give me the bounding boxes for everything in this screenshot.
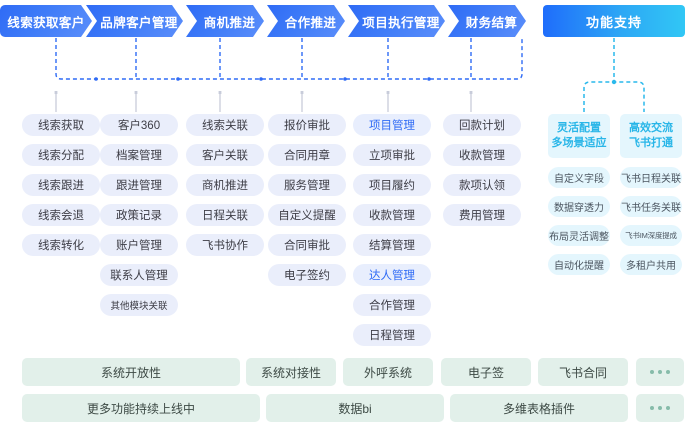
bottom-cell[interactable]: 电子签 [441, 358, 531, 386]
feature-pill[interactable]: 账户管理 [100, 234, 178, 256]
feature-pill[interactable]: 回款计划 [443, 114, 521, 136]
support-pill[interactable]: 布局灵活调整 [548, 225, 610, 246]
feature-column: 项目管理立项审批项目履约收款管理结算管理达人管理合作管理日程管理 [353, 114, 431, 354]
feature-pill[interactable]: 线索获取 [22, 114, 100, 136]
feature-pill[interactable]: 合同审批 [268, 234, 346, 256]
support-column-header[interactable]: 高效交流飞书打通 [620, 114, 682, 158]
feature-pill[interactable]: 达人管理 [353, 264, 431, 286]
process-step-0[interactable]: 线索获取客户 [0, 5, 92, 37]
feature-pill[interactable]: 客户360 [100, 114, 178, 136]
feature-pill[interactable]: 立项审批 [353, 144, 431, 166]
feature-pill[interactable]: 收款管理 [353, 204, 431, 226]
feature-column: 报价审批合同用章服务管理自定义提醒合同审批电子签约 [268, 114, 346, 294]
support-column-header-line: 高效交流 [629, 122, 673, 135]
feature-pill[interactable]: 合作管理 [353, 294, 431, 316]
bottom-more-cell[interactable] [636, 358, 684, 386]
feature-pill[interactable]: 档案管理 [100, 144, 178, 166]
feature-pill[interactable]: 日程管理 [353, 324, 431, 346]
support-header-box[interactable]: 功能支持 [543, 5, 685, 37]
feature-pill[interactable]: 线索分配 [22, 144, 100, 166]
ellipsis-icon [650, 370, 670, 374]
process-step-label: 商机推进 [203, 15, 256, 30]
support-column: 高效交流飞书打通飞书日程关联飞书任务关联飞书IM深度提成多租户共用 [620, 114, 682, 283]
feature-pill[interactable]: 线索转化 [22, 234, 100, 256]
support-header-label: 功能支持 [585, 14, 642, 30]
feature-pill[interactable]: 收款管理 [443, 144, 521, 166]
feature-pill[interactable]: 费用管理 [443, 204, 521, 226]
feature-pill[interactable]: 自定义提醒 [268, 204, 346, 226]
feature-pill[interactable]: 项目管理 [353, 114, 431, 136]
process-step-label: 线索获取客户 [7, 15, 85, 30]
support-pill[interactable]: 飞书任务关联 [620, 196, 682, 217]
feature-pill[interactable]: 线索会退 [22, 204, 100, 226]
process-step-2[interactable]: 商机推进 [186, 5, 264, 37]
ellipsis-icon [650, 406, 670, 410]
feature-pill[interactable]: 电子签约 [268, 264, 346, 286]
feature-column: 线索获取线索分配线索跟进线索会退线索转化 [22, 114, 100, 264]
feature-pill[interactable]: 线索关联 [186, 114, 264, 136]
feature-pill[interactable]: 飞书协作 [186, 234, 264, 256]
support-column-header-line: 灵活配置 [557, 122, 601, 135]
feature-pill[interactable]: 政策记录 [100, 204, 178, 226]
support-pill[interactable]: 数据穿透力 [548, 196, 610, 217]
process-step-label: 项目执行管理 [362, 15, 440, 30]
feature-pill[interactable]: 线索跟进 [22, 174, 100, 196]
support-pill[interactable]: 自定义字段 [548, 167, 610, 188]
bottom-cell[interactable]: 数据bi [266, 394, 444, 422]
process-step-4[interactable]: 项目执行管理 [348, 5, 445, 37]
process-step-label: 品牌客户管理 [100, 15, 178, 30]
feature-pill[interactable]: 联系人管理 [100, 264, 178, 286]
support-pill[interactable]: 多租户共用 [620, 254, 682, 275]
feature-pill[interactable]: 结算管理 [353, 234, 431, 256]
process-step-5[interactable]: 财务结算 [448, 5, 526, 37]
bottom-cell[interactable]: 飞书合同 [538, 358, 628, 386]
support-pill[interactable]: 飞书日程关联 [620, 167, 682, 188]
feature-column: 回款计划收款管理款项认领费用管理 [443, 114, 521, 234]
bottom-more-cell[interactable] [636, 394, 684, 422]
bottom-cell[interactable]: 系统对接性 [246, 358, 336, 386]
support-pill[interactable]: 飞书IM深度提成 [620, 225, 682, 246]
feature-pill[interactable]: 项目履约 [353, 174, 431, 196]
feature-pill[interactable]: 款项认领 [443, 174, 521, 196]
feature-pill[interactable]: 跟进管理 [100, 174, 178, 196]
process-step-label: 财务结算 [465, 15, 518, 30]
feature-pill[interactable]: 商机推进 [186, 174, 264, 196]
feature-column: 线索关联客户关联商机推进日程关联飞书协作 [186, 114, 264, 264]
bottom-cell[interactable]: 外呼系统 [343, 358, 433, 386]
feature-column: 客户360 档案管理跟进管理政策记录账户管理联系人管理其他模块关联 [100, 114, 178, 324]
bottom-cell[interactable]: 多维表格插件 [450, 394, 628, 422]
process-step-label: 合作推进 [284, 15, 337, 30]
bottom-cell[interactable]: 系统开放性 [22, 358, 240, 386]
feature-pill[interactable]: 服务管理 [268, 174, 346, 196]
feature-pill[interactable]: 报价审批 [268, 114, 346, 136]
process-step-1[interactable]: 品牌客户管理 [86, 5, 183, 37]
bottom-cell[interactable]: 更多功能持续上线中 [22, 394, 260, 422]
feature-pill[interactable]: 其他模块关联 [100, 294, 178, 316]
support-column-header[interactable]: 灵活配置多场景适应 [548, 114, 610, 158]
support-column-header-line: 飞书打通 [629, 137, 673, 149]
support-column-header-line: 多场景适应 [551, 137, 607, 149]
support-column: 灵活配置多场景适应自定义字段数据穿透力布局灵活调整自动化提醒 [548, 114, 610, 283]
process-step-3[interactable]: 合作推进 [267, 5, 345, 37]
feature-pill[interactable]: 客户关联 [186, 144, 264, 166]
feature-pill[interactable]: 合同用章 [268, 144, 346, 166]
support-pill[interactable]: 自动化提醒 [548, 254, 610, 275]
feature-pill[interactable]: 日程关联 [186, 204, 264, 226]
